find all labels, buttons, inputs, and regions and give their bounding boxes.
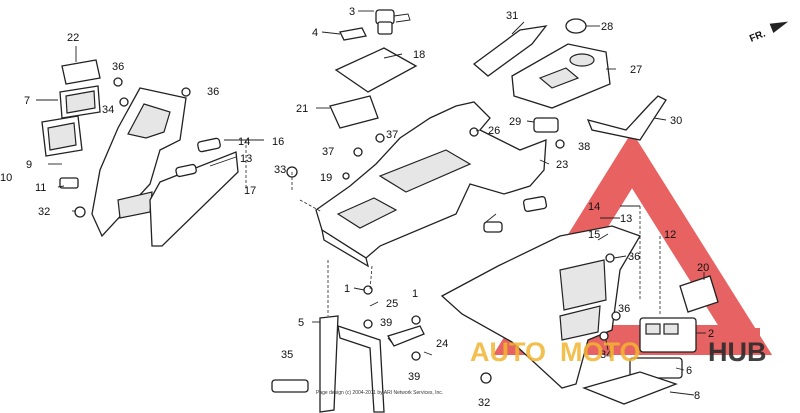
part-label-35: 35 [281,349,293,361]
part-label-39: 39 [408,371,420,383]
watermark-wordmark: AUTO MOTO HUB [470,337,767,367]
part-label-32: 32 [478,397,490,409]
part-label-19: 19 [320,172,332,184]
part-label-13: 13 [620,213,632,225]
part-label-28: 28 [601,21,613,33]
part-label-33: 33 [274,164,286,176]
part-label-36: 36 [628,251,640,263]
part-label-9: 9 [26,159,32,171]
part-label-34: 34 [102,104,114,116]
part-label-38: 38 [578,141,590,153]
part-label-23: 23 [556,159,568,171]
leader-lines [36,10,706,396]
part-label-34: 34 [600,349,612,361]
watermark-word-mid: MOTO [560,337,641,367]
part-label-4: 4 [312,27,318,39]
part-label-24: 24 [436,338,448,350]
part-label-36: 36 [618,303,630,315]
part-label-13: 13 [240,153,252,165]
part-label-1: 1 [344,283,350,295]
part-label-15: 15 [588,229,600,241]
right-panel-assembly [440,196,719,405]
part-label-14: 14 [588,201,600,213]
part-label-36: 36 [112,61,124,73]
part-label-36: 36 [207,86,219,98]
center-console-assembly [271,9,565,413]
part-label-37: 37 [322,146,334,158]
part-label-10: 10 [0,172,12,184]
part-label-27: 27 [630,64,642,76]
front-direction-indicator: FR. [748,21,789,45]
part-label-14: 14 [238,136,250,148]
part-label-17: 17 [244,185,256,197]
part-label-26: 26 [488,125,500,137]
armrest-assembly [472,18,667,141]
left-panel-assembly [41,59,239,247]
watermark-word-right: HUB [708,337,767,367]
front-arrow-icon [769,21,789,33]
watermark-word-left: AUTO [470,337,546,367]
part-label-8: 8 [694,390,700,402]
part-label-12: 12 [664,229,676,241]
part-label-6: 6 [686,365,692,377]
copyright-text: Page design (c) 2004-2011 by ARI Network… [316,390,443,396]
part-label-3: 3 [349,6,355,18]
part-label-7: 7 [24,95,30,107]
part-label-20: 20 [697,262,709,274]
part-label-2: 2 [708,328,714,340]
part-label-22: 22 [67,32,79,44]
part-label-18: 18 [413,49,425,61]
part-labels: 22 36 7 34 36 9 10 11 32 14 16 13 17 3 4… [0,6,714,409]
part-label-31: 31 [506,10,518,22]
part-label-1: 1 [412,288,418,300]
part-label-37: 37 [386,129,398,141]
part-label-30: 30 [670,115,682,127]
part-label-25: 25 [386,298,398,310]
part-label-21: 21 [296,103,308,115]
part-label-5: 5 [298,317,304,329]
part-label-32: 32 [38,206,50,218]
part-label-16: 16 [272,136,284,148]
front-direction-label: FR. [748,28,767,44]
part-label-11: 11 [35,182,46,194]
part-label-39: 39 [380,317,392,329]
part-label-29: 29 [509,116,521,128]
